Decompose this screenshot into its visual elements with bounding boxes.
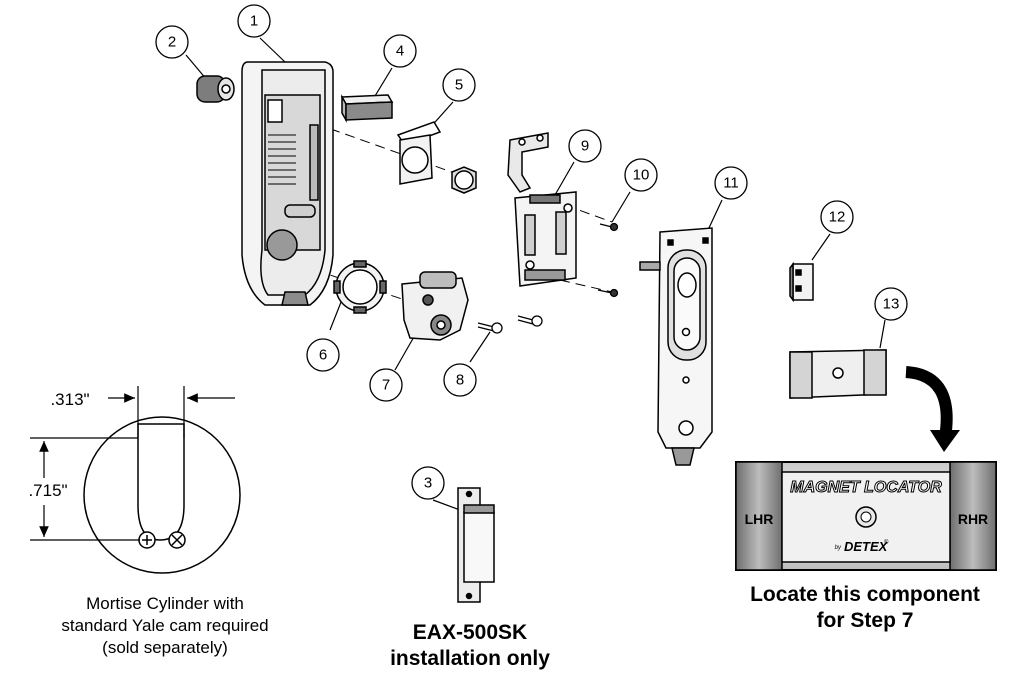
dimension-height: .715" xyxy=(28,481,67,500)
cylinder-note-line1: Mortise Cylinder with xyxy=(86,594,244,613)
part-11-cover xyxy=(639,227,713,466)
brand-prefix: by xyxy=(835,545,842,551)
callout-11: 11 xyxy=(723,175,739,192)
hex-nut xyxy=(451,166,477,194)
part-13-magnet-locator xyxy=(789,349,887,399)
cylinder-note-line2: standard Yale cam required xyxy=(61,616,269,635)
kit-note-line2: installation only xyxy=(390,647,550,670)
part-7-cam-mechanism xyxy=(401,271,469,341)
callout-3: 3 xyxy=(424,475,432,492)
leader-lines xyxy=(185,37,886,511)
locate-note: Locate this component for Step 7 xyxy=(715,582,1010,634)
part-8-screws xyxy=(477,315,543,334)
callout-6: 6 xyxy=(319,347,327,364)
kit-note-line1: EAX-500SK xyxy=(412,621,528,644)
dimension-lines xyxy=(30,386,235,541)
cylinder-note: Mortise Cylinder with standard Yale cam … xyxy=(20,593,310,659)
part-5-bracket xyxy=(396,121,442,185)
part-10-screws xyxy=(597,222,619,298)
brand-mark: ® xyxy=(884,539,889,546)
rhr-label: RHR xyxy=(958,511,988,527)
arrow-head-icon xyxy=(930,430,960,452)
callout-9: 9 xyxy=(581,138,589,155)
callout-2: 2 xyxy=(168,34,176,51)
callout-4: 4 xyxy=(396,43,404,60)
callout-10: 10 xyxy=(633,167,650,184)
part-2-cylinder-ring xyxy=(196,75,235,103)
callout-circles xyxy=(155,4,908,500)
cylinder-cam-detail xyxy=(83,416,241,574)
callout-numbers: 1 2 3 4 5 6 7 8 9 10 11 12 13 xyxy=(168,13,900,492)
magnet-locator-title: MAGNET LOCATOR xyxy=(790,479,942,496)
dimension-width: .313" xyxy=(50,390,89,409)
part-4-block xyxy=(340,94,394,123)
locate-note-line2: for Step 7 xyxy=(816,609,914,632)
curved-arrow-icon xyxy=(905,366,953,439)
detex-logo: DETEX xyxy=(844,539,889,554)
cylinder-note-line3: (sold separately) xyxy=(102,638,228,657)
part-1-housing xyxy=(241,61,334,306)
kit-note: EAX-500SK installation only xyxy=(340,620,600,672)
callout-8: 8 xyxy=(456,372,464,389)
callout-12: 12 xyxy=(829,209,846,226)
part-6-ring xyxy=(333,260,387,314)
magnet-locator-panel xyxy=(735,461,997,571)
part-9-board-bracket xyxy=(507,132,577,287)
callout-5: 5 xyxy=(455,77,463,94)
locate-note-line1: Locate this component xyxy=(750,583,980,606)
part-3-strike xyxy=(457,487,495,603)
lhr-label: LHR xyxy=(745,511,774,527)
part-12-clip xyxy=(789,261,814,303)
callout-1: 1 xyxy=(250,13,258,30)
callout-13: 13 xyxy=(883,296,900,313)
callout-7: 7 xyxy=(382,377,390,394)
